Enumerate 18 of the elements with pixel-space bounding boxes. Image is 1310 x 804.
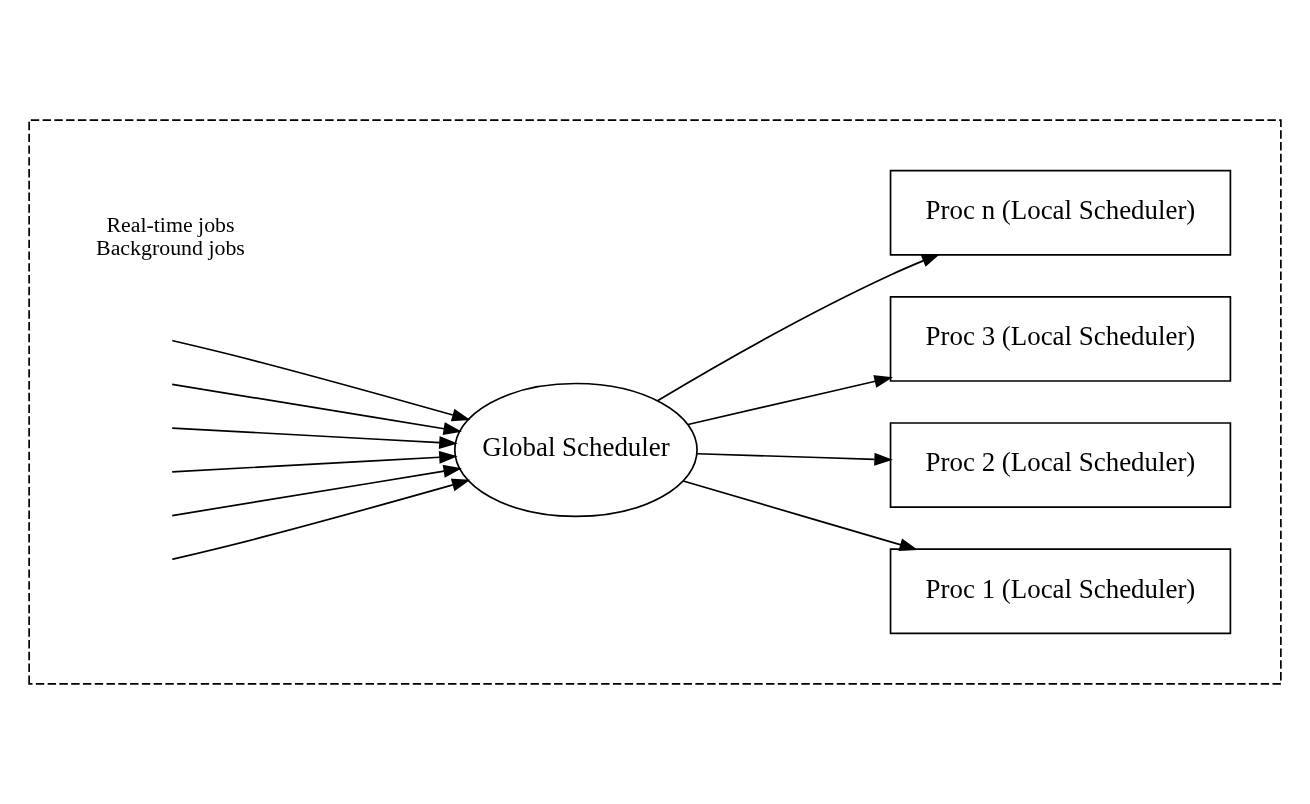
arrow bbox=[656, 253, 941, 402]
label: Real-time jobs bbox=[106, 212, 235, 237]
cluster bbox=[28, 119, 1282, 685]
node-ellipse: Global Scheduler bbox=[453, 382, 698, 518]
node-box: Proc n (Local Scheduler) bbox=[889, 169, 1232, 256]
arrow bbox=[171, 464, 462, 517]
node-box: Proc 3 (Local Scheduler) bbox=[889, 296, 1232, 382]
node-box: Proc 1 (Local Scheduler) bbox=[889, 548, 1232, 635]
arrow bbox=[171, 383, 462, 436]
arrow bbox=[171, 427, 458, 450]
arrow bbox=[696, 452, 893, 466]
arrow bbox=[171, 450, 458, 473]
arrow bbox=[171, 339, 471, 422]
arrow bbox=[687, 375, 893, 426]
label: Background jobs bbox=[96, 236, 245, 261]
arrow bbox=[171, 478, 471, 561]
node-box: Proc 2 (Local Scheduler) bbox=[889, 422, 1232, 508]
arrow bbox=[682, 480, 918, 551]
